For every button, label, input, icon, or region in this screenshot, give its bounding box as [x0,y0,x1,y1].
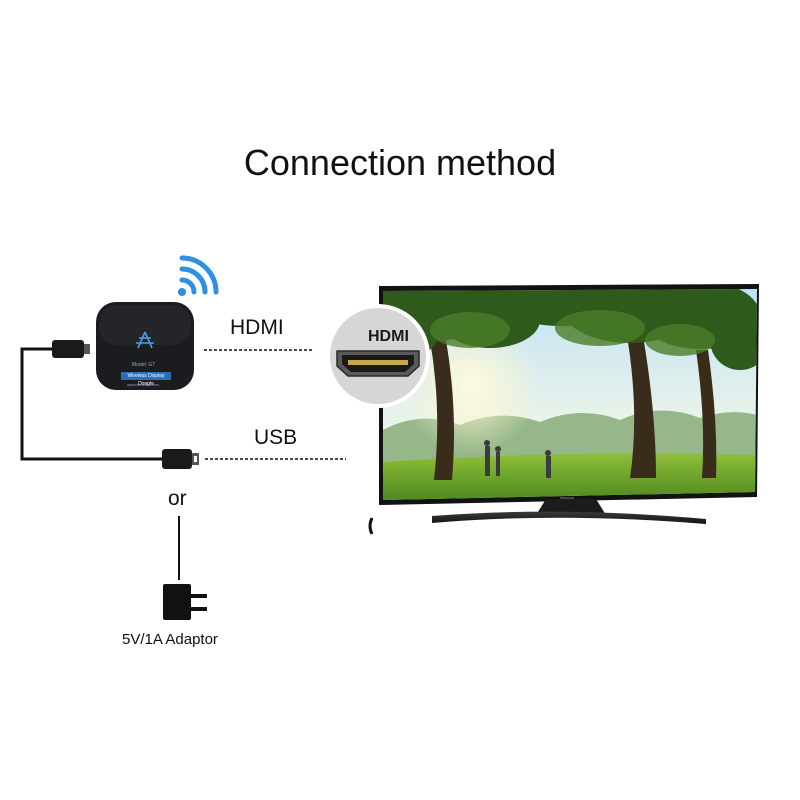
wifi-icon [178,255,219,296]
device-brand-text: Wireless Display Dongle [121,372,171,387]
tv-screen-image [383,289,757,500]
hdmi-port-icon [336,350,420,377]
device-model-text: Model: G7 [132,362,156,368]
hdmi-port-label: HDMI [368,328,409,345]
power-cable [20,347,164,461]
page-title: Connection method [243,142,557,183]
dongle-logo-icon [136,331,154,349]
usb-plug [162,449,199,469]
device-site-text: www.website.com [127,382,159,387]
hdmi-cable-label: HDMI [230,316,284,339]
wireless-dongle-device [96,302,194,390]
usb-cable-label: USB [254,426,298,449]
micro-usb-plug [52,340,90,358]
power-adaptor-icon [163,584,207,620]
or-label: or [168,487,187,510]
television [368,284,759,535]
hdmi-port-callout [326,304,430,408]
adaptor-label: 5V/1A Adaptor [122,631,218,648]
